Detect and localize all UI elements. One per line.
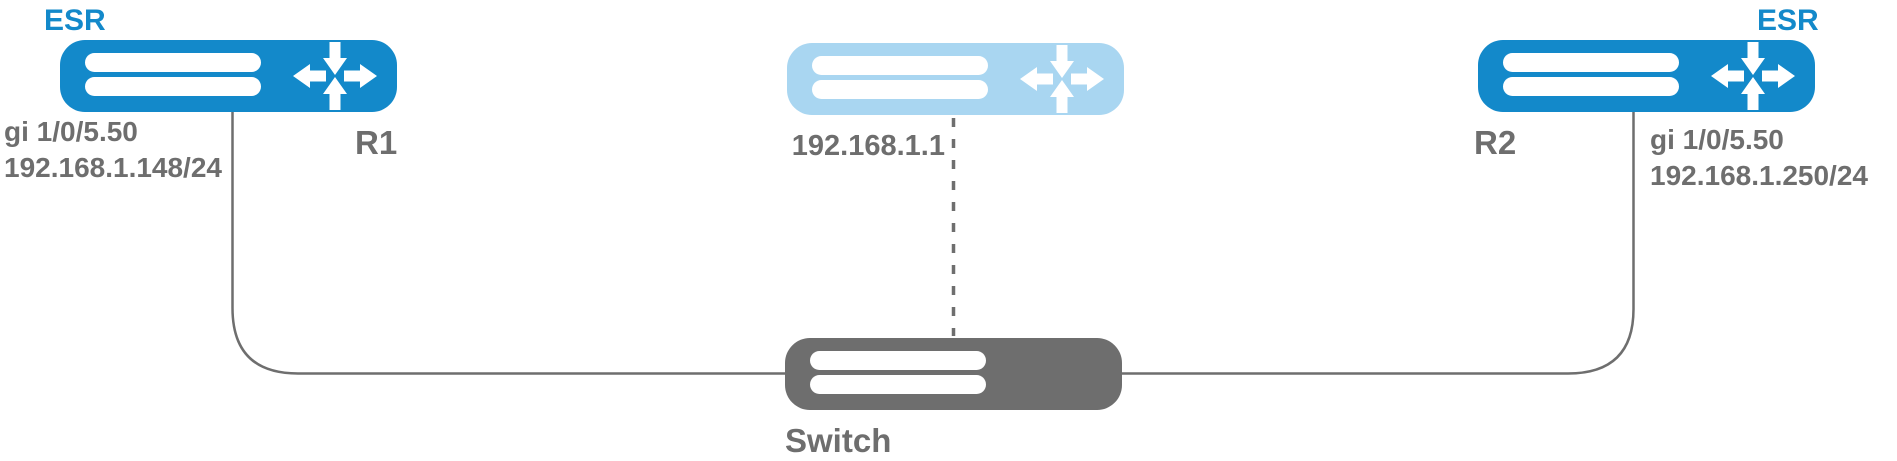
router-arrows-icon [293,42,377,110]
router-slot-bar [85,77,261,96]
r1-interface-label: gi 1/0/5.50 [4,116,138,147]
router-icon [1478,40,1815,112]
switch-slot-bar [810,375,986,394]
virtual-router-ip-label: 192.168.1.1 [791,130,945,162]
router-icon [60,40,397,112]
router-slot-bar [85,53,261,72]
switch-name-label: Switch [785,422,892,459]
router-arrows-icon [1020,45,1104,113]
router-slot-bar [812,80,988,99]
switch-icon [785,338,1122,410]
router-slot-bar [812,56,988,75]
virtual-router-icon [787,43,1124,115]
r1-interface-block: gi 1/0/5.50 192.168.1.148/24 [4,114,222,186]
link-r2-to-switch [1121,110,1635,375]
r1-name-label: R1 [355,124,398,161]
r1-ip-label: 192.168.1.148/24 [4,152,222,183]
link-r1-to-switch [231,110,786,375]
r2-device-type-label: ESR [1757,4,1819,37]
r2-name-label: R2 [1474,124,1517,161]
router-arrows-icon [1711,42,1795,110]
router-slot-bar [1503,77,1679,96]
r2-ip-label: 192.168.1.250/24 [1650,160,1868,191]
r1-device-type-label: ESR [44,4,106,37]
switch-slot-bar [810,351,986,370]
router-slot-bar [1503,53,1679,72]
r2-interface-block: gi 1/0/5.50 192.168.1.250/24 [1650,122,1868,194]
r2-interface-label: gi 1/0/5.50 [1650,124,1784,155]
